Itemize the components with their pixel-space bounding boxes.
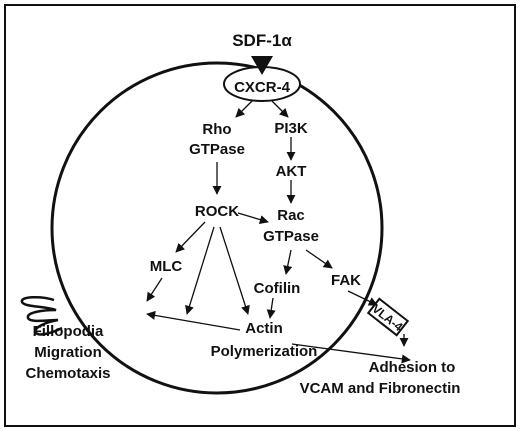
arrow-rock-to-rac xyxy=(237,212,269,225)
mlc-label: MLC xyxy=(150,258,183,275)
arrow-rock-to-actin-right xyxy=(219,226,250,315)
rac-gtpase-label: GTPase xyxy=(263,228,319,245)
arrow-cxcr4-to-pi3k xyxy=(271,100,289,118)
vcam-fibronectin-label: VCAM and Fibronectin xyxy=(300,380,461,397)
filopodia-label: Fillopodia xyxy=(33,323,104,340)
arrow-actin-to-adhesion xyxy=(291,343,411,364)
migration-label: Migration xyxy=(34,344,102,361)
arrow-cxcr4-to-rho xyxy=(235,100,253,118)
arrow-cofilin-to-actin xyxy=(266,297,276,319)
receptor-label: CXCR-4 xyxy=(234,79,290,96)
arrow-rock-to-actin xyxy=(185,226,215,315)
chemotaxis-label: Chemotaxis xyxy=(25,365,110,382)
cofilin-label: Cofilin xyxy=(254,280,301,297)
outer-frame xyxy=(4,4,516,427)
fak-label: FAK xyxy=(331,272,361,289)
rock-label: ROCK xyxy=(195,203,239,220)
vla4-integrin-box xyxy=(366,297,410,337)
adhesion-label: Adhesion to xyxy=(369,359,456,376)
pi3k-label: PI3K xyxy=(274,120,308,137)
akt-label: AKT xyxy=(276,163,307,180)
arrow-fak-to-vla4 xyxy=(347,290,378,306)
arrow-rac-to-cofilin xyxy=(283,249,293,275)
arrow-actin-to-filopodia xyxy=(146,310,241,331)
pathway-arrows xyxy=(146,100,411,364)
actin-label: Actin xyxy=(245,320,283,337)
arrow-rac-to-fak xyxy=(305,249,333,269)
rac-label: Rac xyxy=(277,207,305,224)
actin-polymerization-label: Polymerization xyxy=(211,343,318,360)
rho-gtpase-label: GTPase xyxy=(189,141,245,158)
arrow-rock-to-mlc xyxy=(175,221,206,253)
filopodia-protrusions xyxy=(20,296,63,336)
cell-membrane xyxy=(50,61,384,395)
arrow-mlc-to-filopodia xyxy=(146,277,163,302)
ligand-label: SDF-1α xyxy=(232,31,292,50)
ligand-binding-icon xyxy=(251,56,273,75)
rho-label: Rho xyxy=(202,121,231,138)
